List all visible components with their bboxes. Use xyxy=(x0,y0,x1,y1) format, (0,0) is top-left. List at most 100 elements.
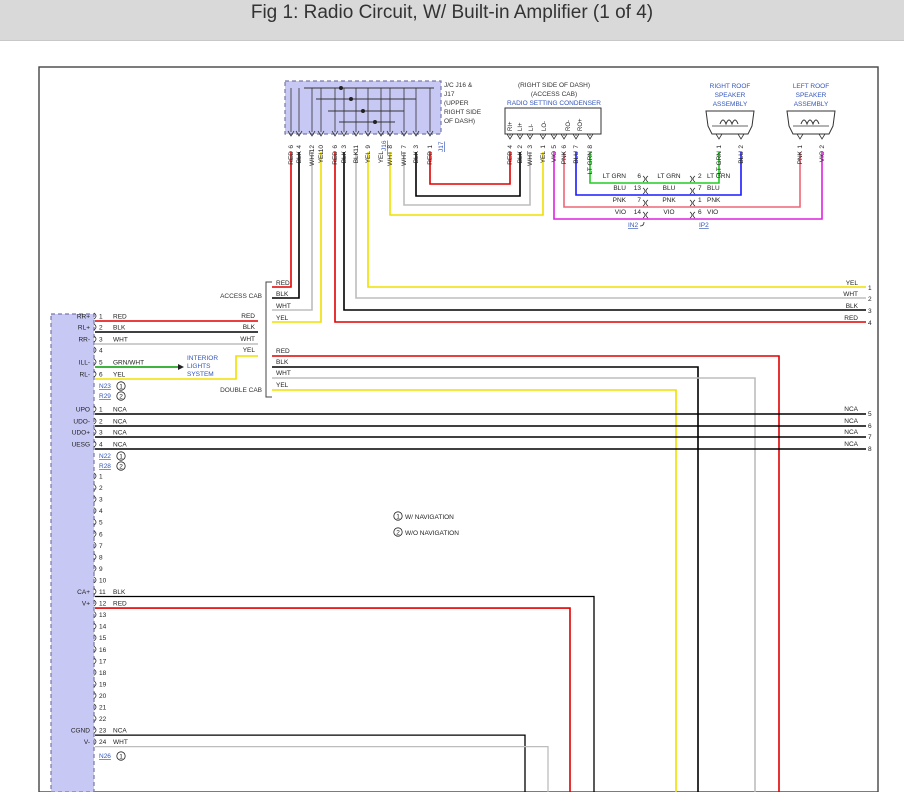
radio-g3-pin-mark xyxy=(93,680,97,688)
jc-pin-arrow-1 xyxy=(295,130,303,137)
inline-connector-mark xyxy=(642,187,646,195)
wire-lt-grn xyxy=(589,152,720,184)
radio-g3-pin-mark xyxy=(93,634,97,642)
radio-g3-pin-num: 13 xyxy=(99,612,107,619)
inline-connector-mark xyxy=(689,187,693,195)
condenser-pin-arrow xyxy=(516,133,524,140)
condenser-terminal: LO- xyxy=(542,121,548,131)
wire-blk-jc-cond xyxy=(415,152,521,197)
radio-g2-ref: R28 xyxy=(99,463,111,470)
wire-yel-jc-cond xyxy=(389,152,544,216)
exit-color: RED xyxy=(844,315,858,322)
wire-double-wht xyxy=(272,377,756,792)
jc-label-line: J/C J16 & xyxy=(444,82,473,89)
radio-g3-pin-num: 11 xyxy=(99,589,106,596)
radio-g1-pin-mark xyxy=(93,312,97,320)
jc-pin-arrow-0 xyxy=(287,130,295,137)
radio-g2-pin-num: 3 xyxy=(99,430,103,437)
inline-mid-color: VIO xyxy=(663,209,674,216)
radio-g3-pin-num: 3 xyxy=(99,497,103,504)
inline-connector-mark xyxy=(642,199,646,207)
exit-pin: 7 xyxy=(868,434,872,441)
jc-pin-arrow-10 xyxy=(400,130,408,137)
radio-g2-ref-marker: 2 xyxy=(119,464,123,471)
jc-pin-color: RED xyxy=(427,151,434,165)
radio-g3-pin-color: NCA xyxy=(113,728,127,735)
inline-ref-ip2: IP2 xyxy=(699,222,709,229)
interior-lights-label: SYSTEM xyxy=(187,371,214,378)
interior-lights-label: LIGHTS xyxy=(187,363,211,370)
jc-pin-arrow-6 xyxy=(352,130,360,137)
jc-pin-arrow-7 xyxy=(364,130,372,137)
radio-g3-pin-mark xyxy=(93,669,97,676)
jc-pin-num: 11 xyxy=(353,145,360,152)
inline-connector-mark xyxy=(692,187,696,195)
radio-g3-pin-mark xyxy=(93,495,97,503)
inline-left-pin: 7 xyxy=(637,197,641,204)
radio-g3-pin-num: 23 xyxy=(99,728,107,735)
radio-g3-pin-num: 6 xyxy=(99,531,103,538)
radio-g3-pin-mark xyxy=(93,599,97,607)
jc-pin-color: YEL xyxy=(365,151,372,164)
condenser-pin-color: BLU xyxy=(573,151,580,164)
double-cab-wire-label: RED xyxy=(276,348,290,355)
radio-g3-pin-num: 22 xyxy=(99,716,107,723)
jc-pin-num: 8 xyxy=(387,145,394,149)
condenser-pin-color: WHT xyxy=(527,151,534,166)
radio-g2-pin-name: UESG xyxy=(72,442,90,449)
note-marker-circle xyxy=(393,527,403,537)
right-roof-speaker-pin-num: 2 xyxy=(738,145,745,149)
condenser-pin-num: 4 xyxy=(507,145,514,149)
jc-label-line: OF DASH) xyxy=(444,118,475,125)
radio-g3-pin-num: 21 xyxy=(99,705,107,712)
condenser-label-line: (ACCESS CAB) xyxy=(531,91,577,98)
access-wht-label: WHT xyxy=(240,336,255,343)
left-roof-speaker-pin-num: 1 xyxy=(797,145,804,149)
radio-g1-pin-mark xyxy=(93,370,97,378)
inline-right-color: PNK xyxy=(707,197,721,204)
left-roof-speaker-pin-color: PNK xyxy=(797,150,804,164)
wire-cgnd xyxy=(95,734,526,792)
condenser-terminal: RI+ xyxy=(508,121,514,131)
double-cab-wire-label: YEL xyxy=(276,382,289,389)
access-blk-label: BLK xyxy=(243,324,256,331)
wire-jc-red-access xyxy=(272,152,292,288)
wire-wht-jc-cond xyxy=(403,152,531,206)
jc-pin-color: WHT xyxy=(309,151,316,166)
radio-g3-pin-color: WHT xyxy=(113,739,128,746)
condenser-label-line: RADIO SETTING CONDENSER xyxy=(507,100,601,107)
radio-g3-pin-num: 1 xyxy=(99,474,103,481)
nca-right-label: NCA xyxy=(844,429,858,436)
wire-rl-minus xyxy=(95,355,258,380)
nca-right-label: NCA xyxy=(844,418,858,425)
wire-double-red xyxy=(272,355,780,792)
radio-g1-pin-name: RR- xyxy=(78,337,90,344)
radio-g1-pin-color: RED xyxy=(113,314,127,321)
inline-right-pin: 7 xyxy=(698,185,702,192)
radio-g3-pin-num: 19 xyxy=(99,681,107,688)
wire-exit-1 xyxy=(367,152,866,288)
left-roof-speaker-label-line: LEFT ROOF xyxy=(793,83,829,90)
wire-blu xyxy=(575,152,742,196)
condenser-pin-num: 1 xyxy=(540,145,547,149)
right-roof-speaker-label-line: RIGHT ROOF xyxy=(710,83,751,90)
nca-right-label: NCA xyxy=(844,441,858,448)
inline-connector-mark xyxy=(689,175,693,183)
double-cab-label: DOUBLE CAB xyxy=(220,387,262,394)
left-roof-speaker-pin-arrow xyxy=(796,133,804,140)
radio-g3-pin-num: 15 xyxy=(99,635,107,642)
left-roof-speaker-coil xyxy=(800,119,820,126)
radio-g1-ref-marker: 2 xyxy=(119,394,123,401)
radio-g3-pin-color: RED xyxy=(113,601,127,608)
condenser-pin-color: RED xyxy=(507,151,514,165)
left-roof-speaker-pin-color: VIO xyxy=(819,151,826,162)
wire-v-minus xyxy=(95,746,549,792)
inline-right-color: VIO xyxy=(707,209,718,216)
double-cab-wire-label: BLK xyxy=(276,359,289,366)
condenser-pin-color: BLK xyxy=(517,150,524,163)
wire-exit-4 xyxy=(334,152,866,323)
left-roof-speaker-body xyxy=(786,110,836,135)
radio-g2-pin-color: NCA xyxy=(113,407,127,414)
cab-bracket xyxy=(265,281,272,398)
radio-g3-pin-name: CGND xyxy=(71,728,90,735)
